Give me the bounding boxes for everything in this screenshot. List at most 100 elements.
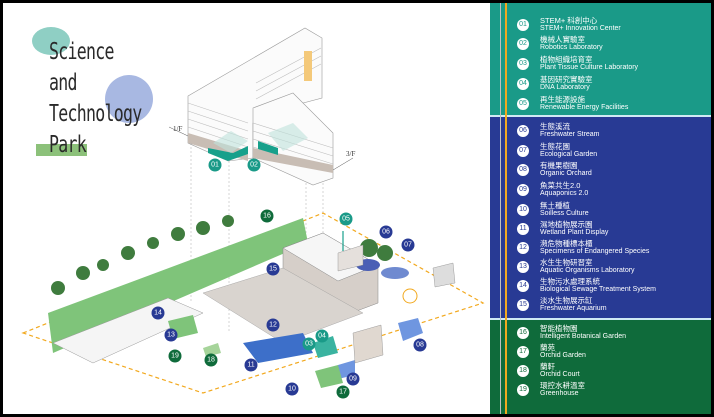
legend-item: 06 生態溪流 Freshwater Stream: [517, 123, 600, 139]
legend-number-badge: 02: [517, 38, 529, 50]
map-marker-03[interactable]: 03: [302, 337, 316, 351]
legend-number-badge: 10: [517, 204, 529, 216]
legend-item: 10 無土種植 Soilless Culture: [517, 202, 589, 218]
title-line: Park: [49, 132, 87, 158]
map-marker-07[interactable]: 07: [401, 238, 415, 252]
map-marker-05[interactable]: 05: [339, 212, 353, 226]
map-marker-11[interactable]: 11: [244, 358, 258, 372]
legend-number-badge: 01: [517, 19, 529, 31]
legend-number-badge: 06: [517, 125, 529, 137]
legend-label-zh: 再生能源設施: [540, 95, 585, 104]
legend-item: 18 蘭軒 Orchid Court: [517, 363, 580, 379]
legend-label-en: Ecological Garden: [540, 151, 598, 158]
legend-item: 02 機械人實驗室 Robotics Laboratory: [517, 36, 603, 52]
site-boundary: [21, 212, 485, 394]
legend-label-en: Organic Orchard: [540, 170, 592, 177]
legend-label-zh: 生物污水處理系統: [540, 277, 600, 286]
map-marker-08[interactable]: 08: [413, 338, 427, 352]
map-marker-02[interactable]: 02: [247, 158, 261, 172]
map-marker-01[interactable]: 01: [208, 158, 222, 172]
legend-label-zh: 環控水耕溫室: [540, 381, 585, 390]
title-line: Science: [49, 39, 114, 65]
legend-label-en: Renewable Energy Facilities: [540, 104, 629, 111]
green-bar-decoration: [36, 144, 87, 156]
site-plan-canvas: Science and Technology Park 1/F 3/F: [3, 3, 490, 414]
map-marker-04[interactable]: 04: [315, 329, 329, 343]
legend-label-en: Intelligent Botanical Garden: [540, 333, 626, 340]
legend-item: 09 魚菜共生2.0 Aquaponics 2.0: [517, 182, 588, 198]
legend-number-badge: 07: [517, 145, 529, 157]
legend-label-en: Soilless Culture: [540, 210, 589, 217]
legend-number-badge: 12: [517, 242, 529, 254]
legend-label-zh: 蘭苑: [540, 343, 555, 352]
legend-number-badge: 03: [517, 58, 529, 70]
robotics-floor: [258, 141, 278, 155]
floor-label-3f: 3/F: [346, 150, 355, 158]
stem-center-floor: [208, 146, 248, 161]
map-marker-18[interactable]: 18: [204, 353, 218, 367]
legend-number-badge: 15: [517, 299, 529, 311]
legend-label-zh: 魚菜共生2.0: [540, 181, 581, 190]
legend-label-zh: 機械人實驗室: [540, 35, 585, 44]
map-marker-15[interactable]: 15: [266, 262, 280, 276]
legend-number-badge: 16: [517, 327, 529, 339]
legend-stripe-grey: [500, 3, 501, 414]
legend-item: 08 有機果樹園 Organic Orchard: [517, 162, 592, 178]
legend-item: 13 水生生物研習室 Aquatic Organisms Laboratory: [517, 259, 635, 275]
legend-number-badge: 11: [517, 223, 529, 235]
map-marker-17[interactable]: 17: [336, 385, 350, 399]
legend-number-badge: 17: [517, 346, 529, 358]
legend-number-badge: 04: [517, 78, 529, 90]
legend-label-en: Freshwater Stream: [540, 131, 600, 138]
legend-item: 15 淡水生物展示缸 Freshwater Aquarium: [517, 297, 607, 313]
legend-label-en: Orchid Garden: [540, 352, 586, 359]
map-marker-16[interactable]: 16: [260, 209, 274, 223]
legend-item: 05 再生能源設施 Renewable Energy Facilities: [517, 96, 628, 112]
legend-label-zh: 蘭軒: [540, 362, 555, 371]
title-line: and: [49, 70, 77, 96]
legend-item: 16 智能植物園 Intelligent Botanical Garden: [517, 325, 626, 341]
legend-number-badge: 09: [517, 184, 529, 196]
legend-number-badge: 08: [517, 164, 529, 176]
legend-label-en: STEM+ Innovation Center: [540, 25, 621, 32]
map-marker-10[interactable]: 10: [285, 382, 299, 396]
legend-label-en: Greenhouse: [540, 390, 579, 397]
legend-label-zh: 植物組織培育室: [540, 55, 593, 64]
legend-label-en: Specimens of Endangered Species: [540, 248, 650, 255]
map-marker-12[interactable]: 12: [266, 318, 280, 332]
isometric-illustration: 1/F 3/F: [21, 27, 485, 394]
legend-label-zh: 瀕危物種標本櫃: [540, 239, 593, 248]
legend-item: 04 基因研究實驗室 DNA Laboratory: [517, 76, 593, 92]
legend-item: 01 STEM+ 科創中心 STEM+ Innovation Center: [517, 17, 621, 33]
map-marker-14[interactable]: 14: [151, 306, 165, 320]
legend-number-badge: 18: [517, 365, 529, 377]
legend-label-en: Orchid Court: [540, 371, 580, 378]
legend-label-en: Robotics Laboratory: [540, 44, 603, 51]
map-marker-09[interactable]: 09: [346, 372, 360, 386]
legend-label-zh: 無土種植: [540, 201, 570, 210]
legend-panel: 01 STEM+ 科創中心 STEM+ Innovation Center 02 …: [490, 3, 711, 414]
green-roof: [48, 218, 308, 353]
legend-label-en: Aquaponics 2.0: [540, 190, 589, 197]
legend-label-en: DNA Laboratory: [540, 84, 590, 91]
floor-label-1f: 1/F: [173, 125, 182, 133]
orchard-building: [398, 318, 423, 341]
legend-label-zh: 濕地植物展示園: [540, 220, 593, 229]
floor-band: [253, 148, 333, 173]
map-marker-06[interactable]: 06: [379, 225, 393, 239]
legend-label-zh: STEM+ 科創中心: [540, 16, 598, 25]
legend-item: 11 濕地植物展示園 Wetland Plant Display: [517, 221, 608, 237]
trees: [51, 215, 393, 295]
legend-item: 07 生態花園 Ecological Garden: [517, 143, 597, 159]
title-line: Technology: [49, 101, 142, 127]
legend-number-badge: 13: [517, 261, 529, 273]
legend-item: 19 環控水耕溫室 Greenhouse: [517, 382, 585, 398]
blue-circle-decoration: [105, 75, 153, 123]
legend-label-en: Biological Sewage Treatment System: [540, 286, 656, 293]
map-marker-19[interactable]: 19: [168, 349, 182, 363]
map-marker-13[interactable]: 13: [164, 328, 178, 342]
legend-item: 03 植物組織培育室 Plant Tissue Culture Laborato…: [517, 56, 638, 72]
legend-label-en: Plant Tissue Culture Laboratory: [540, 64, 639, 71]
legend-label-en: Aquatic Organisms Laboratory: [540, 267, 635, 274]
legend-number-badge: 05: [517, 98, 529, 110]
